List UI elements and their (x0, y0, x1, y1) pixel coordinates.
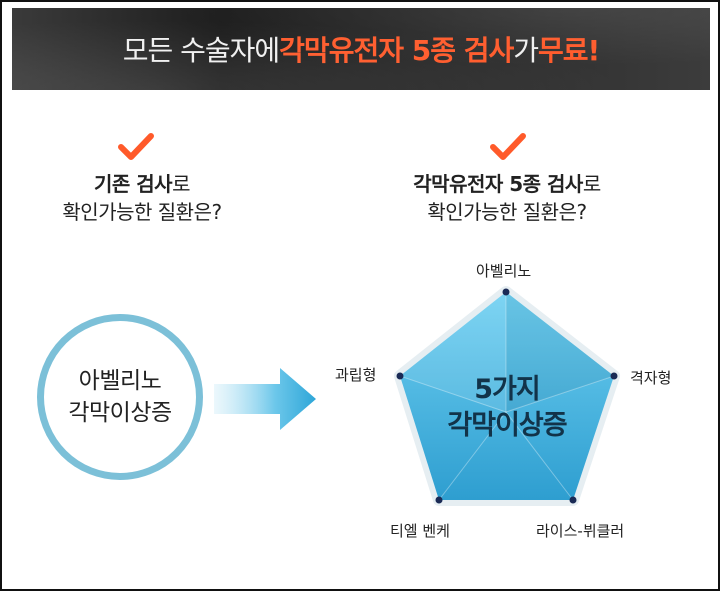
banner-free: 무료! (538, 34, 600, 67)
label-lattice: 격자형 (630, 369, 672, 387)
promo-banner: 모든 수술자에 각막유전자 5종 검사 가 무료! (12, 8, 710, 90)
right-heading-line2: 확인가능한 질환은? (427, 200, 587, 224)
vertex-dot (610, 372, 618, 380)
circle-line2: 각막이상증 (68, 400, 172, 426)
circle-line1: 아벨리노 (78, 368, 162, 394)
pentagon-center-text: 5가지 각막이상증 (402, 372, 612, 444)
right-arrow-icon (214, 368, 316, 430)
pentagon-line2: 각막이상증 (447, 410, 567, 441)
label-reis-bucklers: 라이스-뷔클러 (536, 522, 625, 540)
left-heading: 기존 검사로 확인가능한 질환은? (42, 170, 242, 226)
vertex-dot (396, 372, 404, 380)
right-heading-rest: 로 (582, 172, 601, 196)
banner-highlight: 각막유전자 5종 검사 (279, 34, 514, 67)
banner-text-1: 모든 수술자에 (122, 34, 280, 67)
vertex-dot (569, 496, 577, 504)
banner-text-2: 가 (513, 34, 539, 67)
right-heading: 각막유전자 5종 검사로 확인가능한 질환은? (387, 170, 627, 226)
left-heading-bold: 기존 검사 (94, 172, 173, 196)
label-granular: 과립형 (335, 366, 377, 384)
left-heading-rest: 로 (172, 172, 190, 196)
label-abelino: 아벨리노 (476, 262, 532, 280)
vertex-dot (502, 288, 510, 296)
abelino-circle: 아벨리노 각막이상증 (37, 314, 203, 480)
right-heading-bold: 각막유전자 5종 검사 (413, 172, 583, 196)
pentagon-line1: 5가지 (474, 374, 540, 405)
left-heading-line2: 확인가능한 질환은? (62, 200, 222, 224)
pentagon-diagram (394, 286, 620, 506)
vertex-dot (435, 496, 443, 504)
check-icon (118, 133, 154, 160)
check-icon (490, 133, 526, 160)
label-thiel-behnke: 티엘 벤케 (390, 522, 450, 540)
